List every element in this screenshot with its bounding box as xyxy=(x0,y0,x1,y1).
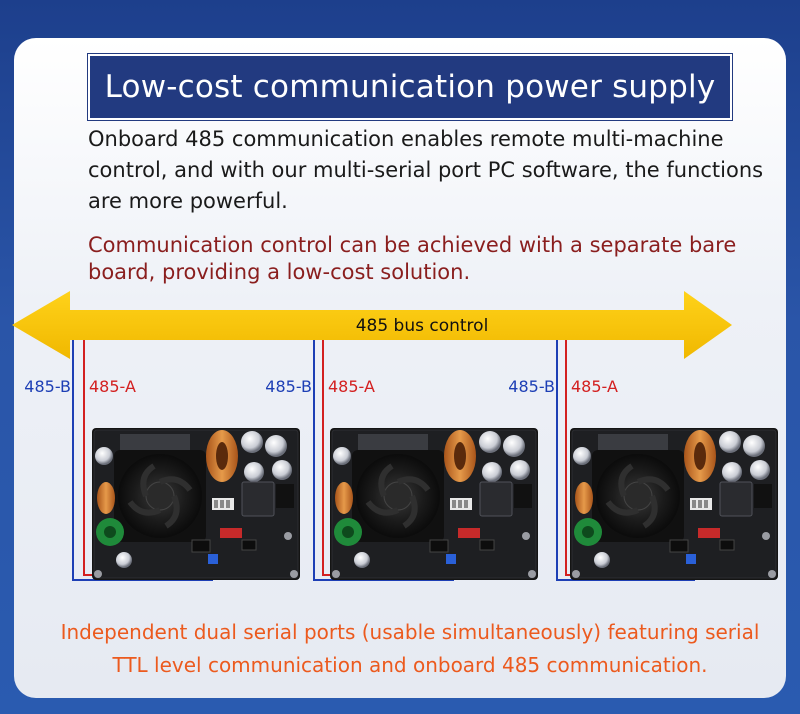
label-485-a: 485-A xyxy=(571,377,618,396)
bus-label: 485 bus control xyxy=(356,316,489,336)
page-title: Low-cost communication power supply xyxy=(104,69,716,105)
module-2: 485-B 485-A xyxy=(265,340,538,580)
title-banner: Low-cost communication power supply xyxy=(88,54,732,120)
power-board-image xyxy=(92,428,300,580)
label-485-a: 485-A xyxy=(328,377,375,396)
module-3: 485-B 485-A xyxy=(508,340,778,580)
label-485-b: 485-B xyxy=(265,377,312,396)
module-1: 485-B 485-A xyxy=(24,340,300,580)
label-485-b: 485-B xyxy=(508,377,555,396)
highlight-text: Communication control can be achieved wi… xyxy=(88,233,737,284)
description-text: Onboard 485 communication enables remote… xyxy=(88,127,764,213)
label-485-b: 485-B xyxy=(24,377,71,396)
footer-text: Independent dual serial ports (usable si… xyxy=(60,620,760,677)
label-485-a: 485-A xyxy=(89,377,136,396)
power-board-image xyxy=(330,428,538,580)
content-panel xyxy=(14,38,786,698)
power-board-image xyxy=(570,428,778,580)
bus-arrow xyxy=(12,291,732,359)
